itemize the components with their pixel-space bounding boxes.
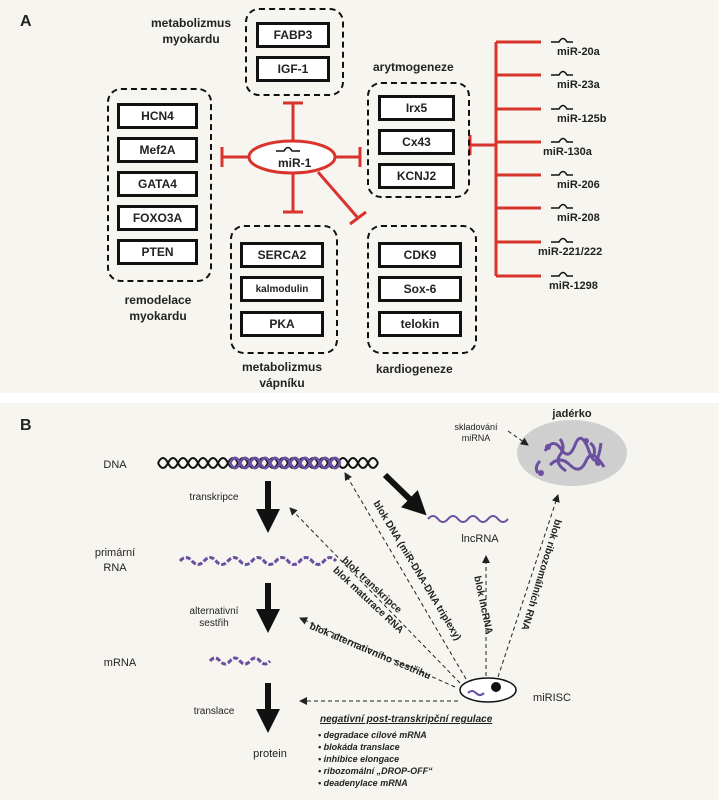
mrna-label: mRNA: [103, 657, 137, 669]
group-cardio: [367, 225, 477, 354]
gene-box: FABP3: [256, 22, 330, 48]
calcium-title-line2: vápníku: [259, 376, 305, 390]
panel-b-diagram: [157, 420, 627, 733]
gene-box: kalmodulin: [240, 276, 324, 302]
remodeling-title-line2: myokardu: [129, 309, 187, 323]
mirna-label: miR-125b: [557, 113, 607, 125]
gene-box: IGF-1: [256, 56, 330, 82]
splicing-label: alternativní sestřih: [180, 606, 248, 630]
regulation-item: ribozomální „DROP-OFF“: [318, 765, 433, 777]
gene-box: CDK9: [378, 242, 462, 268]
metabolism-title-line2: myokardu: [162, 32, 220, 46]
calcium-title: metabolizmus vápníku: [225, 359, 339, 391]
mirna-label: miR-221/222: [538, 246, 603, 258]
primary-rna-line2: RNA: [103, 562, 127, 574]
gene-box: PKA: [240, 311, 324, 337]
remodeling-title-line1: remodelace: [124, 293, 192, 307]
translation-label: translace: [193, 706, 235, 717]
gene-box: Irx5: [378, 95, 455, 121]
mirna-label: miR-20a: [557, 46, 600, 58]
cardio-title: kardiogeneze: [376, 362, 453, 376]
regulation-item: inhibice elongace: [318, 753, 433, 765]
group-remodeling: [107, 88, 212, 282]
lncrna-label: lncRNA: [461, 533, 499, 545]
gene-box: PTEN: [117, 239, 198, 265]
gene-box: FOXO3A: [117, 205, 198, 231]
panel-a-label: A: [20, 13, 32, 30]
gene-box: Sox-6: [378, 276, 462, 302]
group-arrhythmo: [367, 82, 470, 198]
splicing-line1: alternativní: [189, 606, 239, 617]
regulation-title: negativní post-transkripční regulace: [320, 714, 493, 725]
gene-box: KCNJ2: [378, 163, 455, 189]
panel-b: B: [0, 403, 719, 800]
storage-line1: skladování: [454, 422, 498, 432]
mirna-label: miR-23a: [557, 79, 600, 91]
metabolism-title-line1: metabolizmus: [150, 16, 231, 30]
panel-a-connectors: [220, 37, 573, 278]
panel-a: A: [0, 0, 719, 393]
arrhythmo-title: arytmogeneze: [373, 60, 454, 74]
regulation-list: degradace cílové mRNA blokáda translace …: [318, 729, 433, 789]
mirna-label: miR-208: [557, 212, 600, 224]
transcription-label: transkripce: [189, 492, 239, 503]
gene-box: SERCA2: [240, 242, 324, 268]
protein-label: protein: [253, 748, 287, 760]
gene-box: HCN4: [117, 103, 198, 129]
group-calcium: [230, 225, 338, 354]
gene-box: telokin: [378, 311, 462, 337]
dna-label: DNA: [103, 459, 127, 471]
metabolism-title: metabolizmus myokardu: [138, 15, 244, 47]
calcium-title-line1: metabolizmus: [241, 360, 322, 374]
mirna-label: miR-130a: [543, 146, 592, 158]
gene-box: Cx43: [378, 129, 455, 155]
mirisc-label: miRISC: [533, 692, 571, 704]
splicing-line2: sestřih: [199, 618, 229, 629]
group-metabolism: [245, 8, 344, 96]
regulation-item: blokáda translace: [318, 741, 433, 753]
regulation-item: deadenylace mRNA: [318, 777, 433, 789]
mirna-label: miR-206: [557, 179, 600, 191]
regulation-item: degradace cílové mRNA: [318, 729, 433, 741]
storage-line2: miRNA: [461, 433, 491, 443]
gene-box: Mef2A: [117, 137, 198, 163]
remodeling-title: remodelace myokardu: [103, 292, 213, 324]
primary-rna-label: primární RNA: [80, 546, 150, 576]
panel-b-label: B: [20, 417, 32, 434]
storage-label: skladování miRNA: [440, 422, 512, 444]
mirna-label: miR-1298: [549, 280, 598, 292]
nucleolus-label: jadérko: [552, 408, 592, 420]
primary-rna-line1: primární: [94, 547, 136, 559]
center-mirna-label: miR-1: [278, 156, 312, 170]
gene-box: GATA4: [117, 171, 198, 197]
